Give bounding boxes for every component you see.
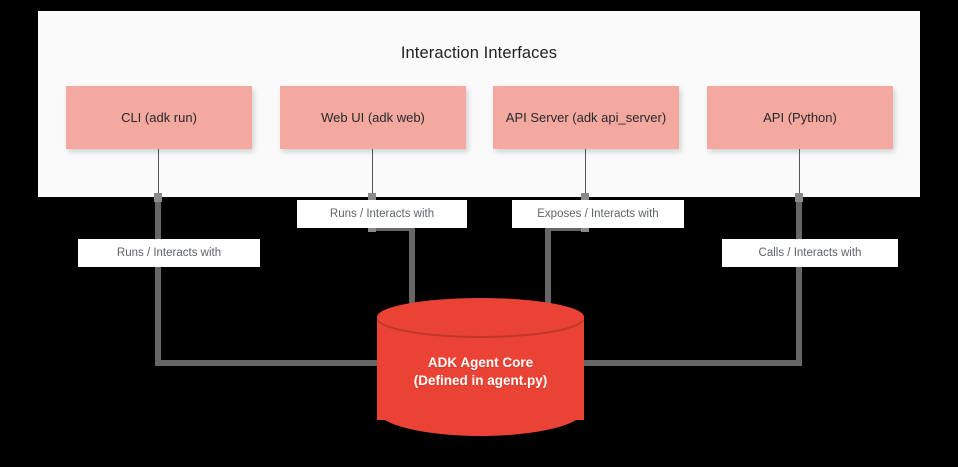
adk-agent-core-label: ADK Agent Core (Defined in agent.py)	[377, 354, 584, 390]
interface-box-api-python[interactable]: API (Python)	[707, 86, 893, 149]
interface-box-web-ui[interactable]: Web UI (adk web)	[280, 86, 466, 149]
adk-agent-core-subtitle: (Defined in agent.py)	[413, 373, 548, 389]
wire-web-ui	[372, 225, 415, 327]
stem-api-python	[799, 149, 800, 197]
interface-box-web-ui-label: Web UI (adk web)	[321, 109, 425, 125]
stem-api-server	[585, 149, 586, 197]
anchor-nub-api-server-top	[581, 193, 589, 202]
edge-label-cli-text: Runs / Interacts with	[116, 247, 222, 259]
edge-label-cli: Runs / Interacts with	[78, 239, 260, 267]
stem-web-ui	[372, 149, 373, 197]
adk-agent-core-title: ADK Agent Core	[427, 355, 534, 370]
interface-box-cli-label: CLI (adk run)	[121, 109, 197, 125]
edge-label-web-ui: Runs / Interacts with	[297, 200, 467, 228]
interface-box-api-server-label: API Server (adk api_server)	[505, 109, 667, 125]
anchor-nub-web-ui-top	[368, 193, 376, 202]
wire-api-server	[545, 225, 585, 327]
panel-title: Interaction Interfaces	[400, 44, 558, 62]
interface-box-cli[interactable]: CLI (adk run)	[66, 86, 252, 149]
anchor-nub-api-python-top	[795, 193, 803, 202]
stem-cli	[158, 149, 159, 197]
anchor-nub-cli-top	[154, 193, 162, 202]
edge-label-api-server-text: Exposes / Interacts with	[537, 208, 659, 220]
adk-agent-core-cylinder[interactable]: ADK Agent Core (Defined in agent.py)	[377, 298, 584, 438]
edge-label-api-python: Calls / Interacts with	[722, 239, 898, 267]
edge-label-api-server: Exposes / Interacts with	[512, 200, 684, 228]
cylinder-top-ellipse	[377, 298, 584, 336]
edge-label-web-ui-text: Runs / Interacts with	[329, 208, 435, 220]
interface-box-api-python-label: API (Python)	[763, 109, 837, 125]
edge-label-api-python-text: Calls / Interacts with	[758, 247, 862, 259]
interface-box-api-server[interactable]: API Server (adk api_server)	[493, 86, 679, 149]
